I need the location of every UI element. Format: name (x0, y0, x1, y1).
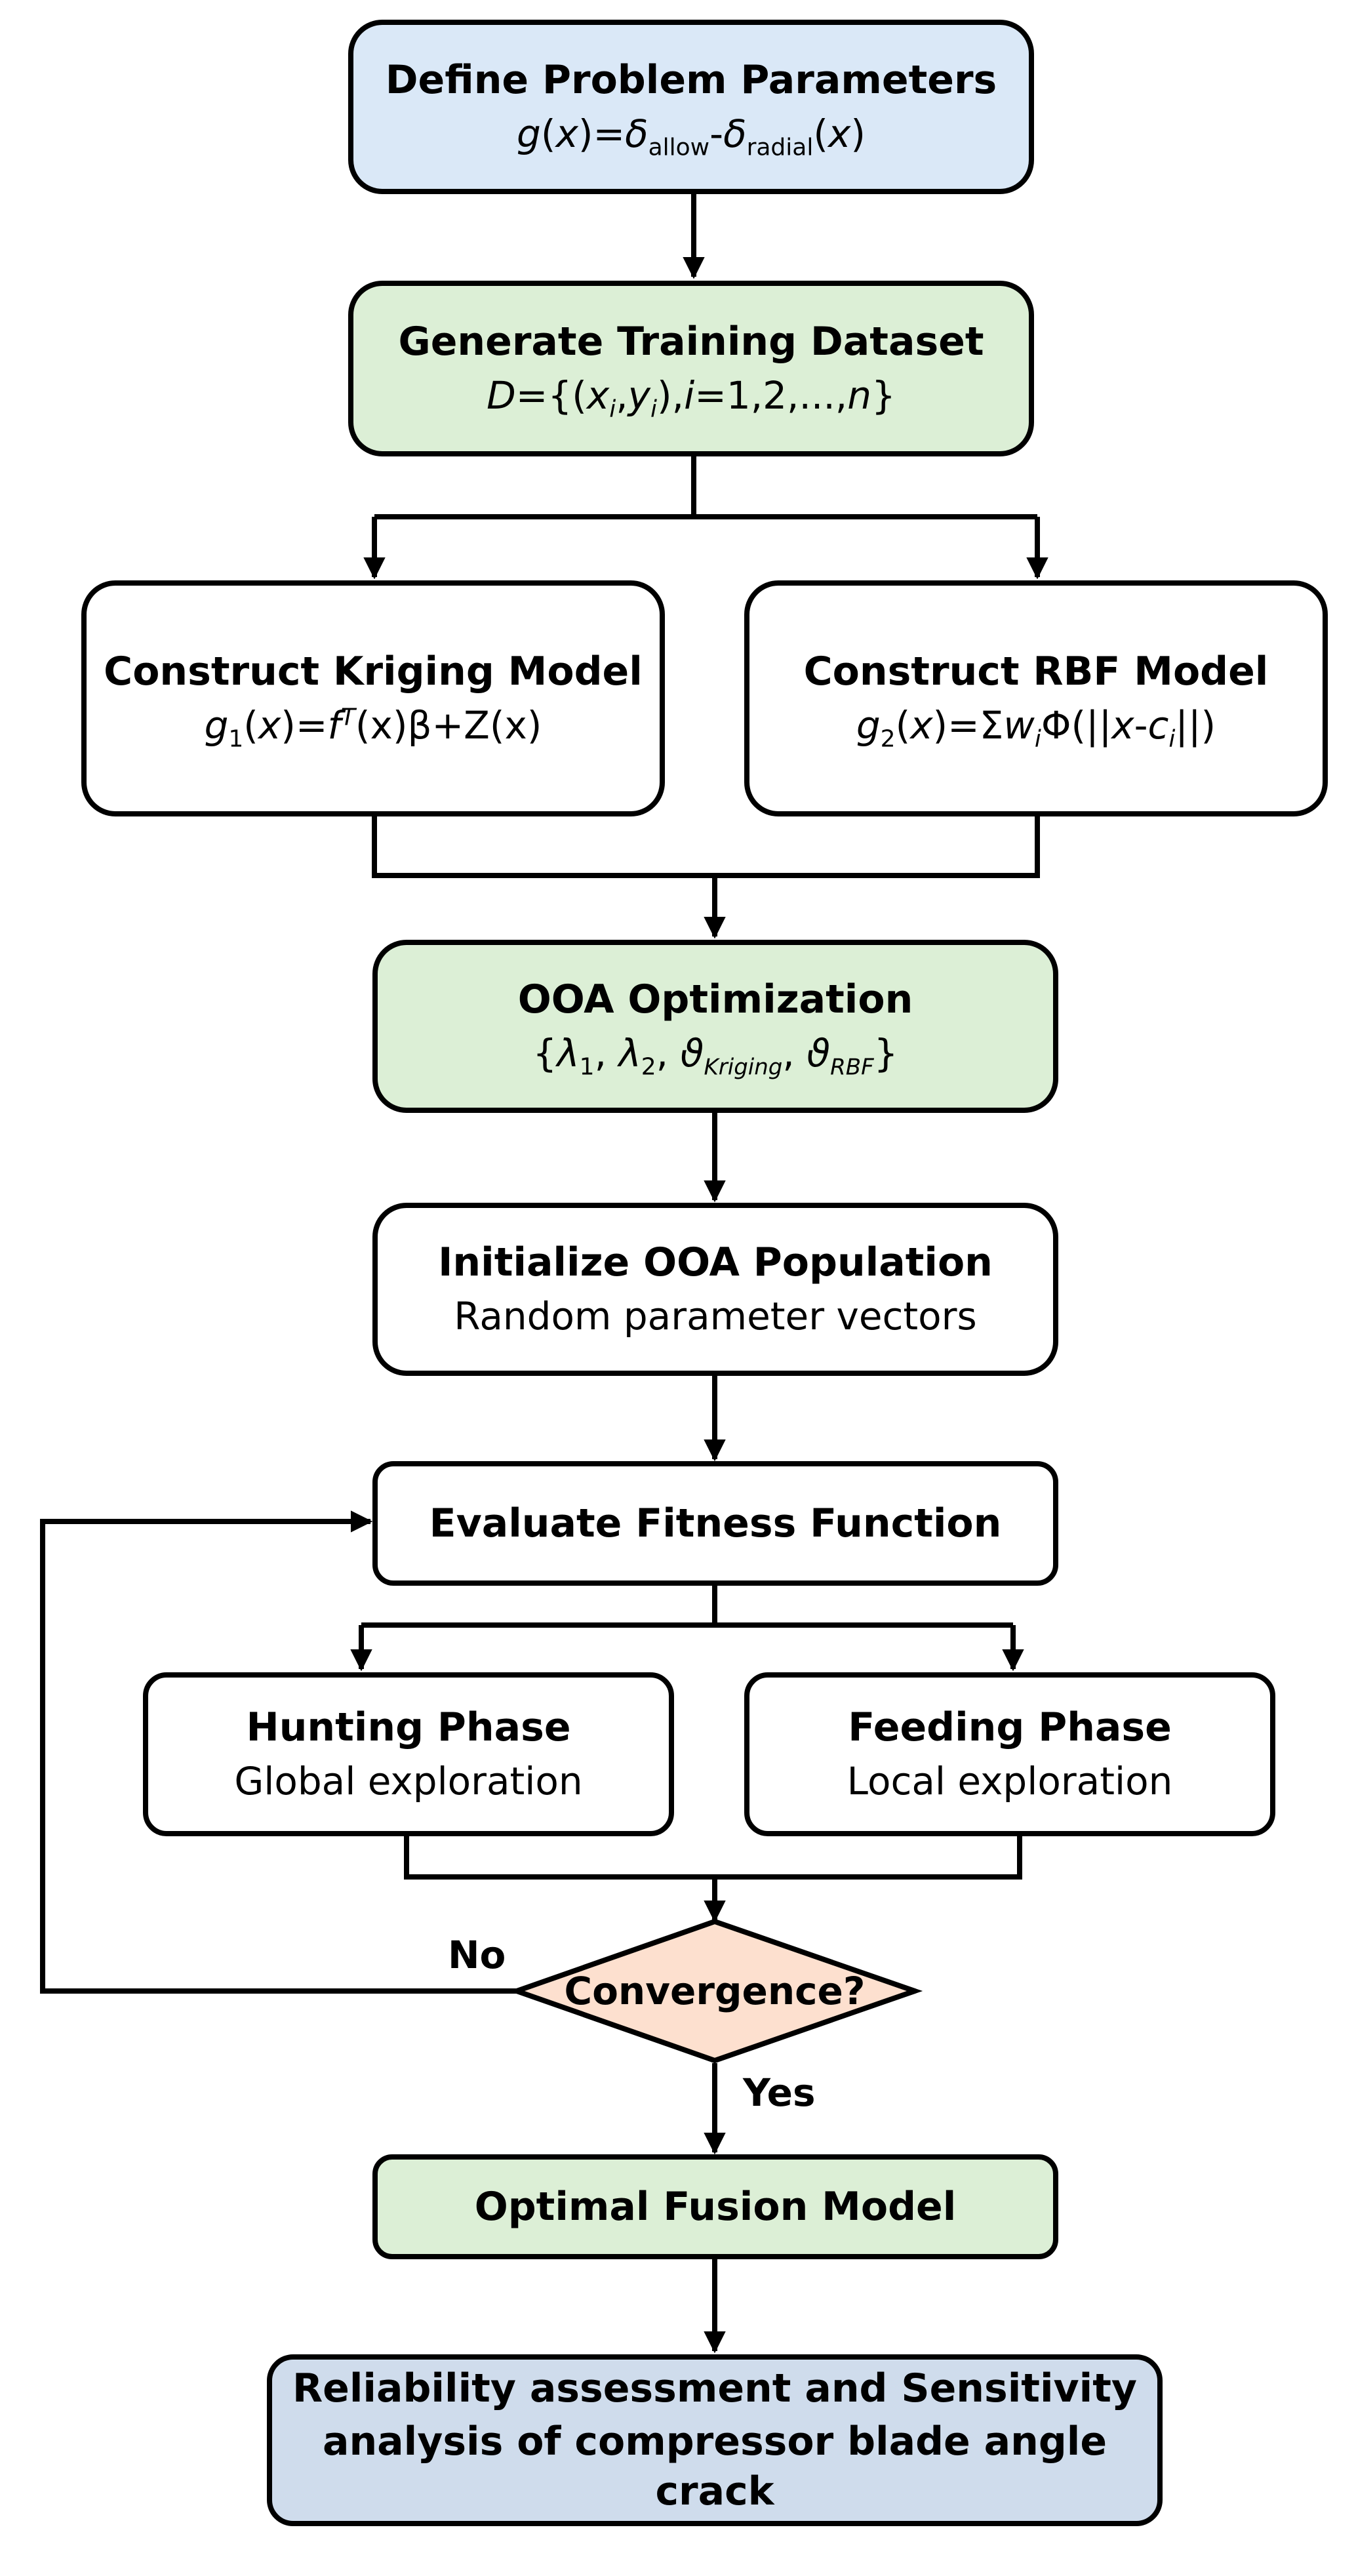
init-subtitle: Random parameter vectors (454, 1294, 977, 1339)
limit-state-formula: g(x)=δallow-δradial(x) (517, 111, 866, 161)
hunting-subtitle: Global exploration (234, 1759, 583, 1804)
rbf-model-box: Construct RBF Model g2(x)=ΣwiΦ(||x-ci||) (744, 580, 1328, 816)
kriging-model-box: Construct Kriging Model g1(x)=fT(x)β+Z(x… (81, 580, 665, 816)
kriging-formula: g1(x)=fT(x)β+Z(x) (204, 703, 542, 753)
define-title: Define Problem Parameters (385, 57, 997, 104)
convergence-diamond (508, 1918, 923, 2064)
rbf-title: Construct RBF Model (803, 649, 1269, 695)
no-label: No (448, 1933, 506, 1977)
convergence-label: Convergence? (564, 1969, 866, 2013)
final-line-2: analysis of compressor blade angle crack (322, 2418, 1107, 2515)
yes-label: Yes (743, 2070, 816, 2115)
optimal-fusion-box: Optimal Fusion Model (372, 2154, 1058, 2259)
line-merge-phases (404, 1836, 1022, 1880)
fitness-function-box: Evaluate Fitness Function (372, 1461, 1058, 1586)
hunting-phase-box: Hunting Phase Global exploration (143, 1672, 674, 1836)
dataset-formula: D={(xi,yi),i=1,2,...,n} (487, 373, 896, 423)
fitness-title: Evaluate Fitness Function (429, 1500, 1002, 1546)
dataset-title: Generate Training Dataset (398, 319, 984, 365)
hunting-title: Hunting Phase (246, 1704, 571, 1751)
init-title: Initialize OOA Population (438, 1239, 993, 1286)
feeding-subtitle: Local exploration (847, 1759, 1173, 1804)
define-parameters-box: Define Problem Parameters g(x)=δallow-δr… (348, 20, 1034, 194)
ooa-optimization-title: OOA Optimization (517, 976, 913, 1023)
feeding-phase-box: Feeding Phase Local exploration (744, 1672, 1275, 1836)
final-line-1: Reliability assessment and Sensitivity (292, 2365, 1138, 2411)
ooa-optimization-box: OOA Optimization {λ1, λ2, ϑKriging, ϑRBF… (372, 940, 1058, 1113)
feeding-title: Feeding Phase (848, 1704, 1172, 1751)
training-dataset-box: Generate Training Dataset D={(xi,yi),i=1… (348, 281, 1034, 456)
arrow-no-loop (40, 1510, 521, 1994)
rbf-formula: g2(x)=ΣwiΦ(||x-ci||) (856, 703, 1216, 753)
ooa-parameter-set: {λ1, λ2, ϑKriging, ϑRBF} (532, 1031, 898, 1081)
line-merge-models (372, 816, 1040, 878)
final-analysis-box: Reliability assessment and Sensitivity a… (267, 2354, 1163, 2526)
optimal-title: Optimal Fusion Model (474, 2183, 957, 2230)
kriging-title: Construct Kriging Model (104, 649, 643, 695)
initialize-population-box: Initialize OOA Population Random paramet… (372, 1203, 1058, 1376)
